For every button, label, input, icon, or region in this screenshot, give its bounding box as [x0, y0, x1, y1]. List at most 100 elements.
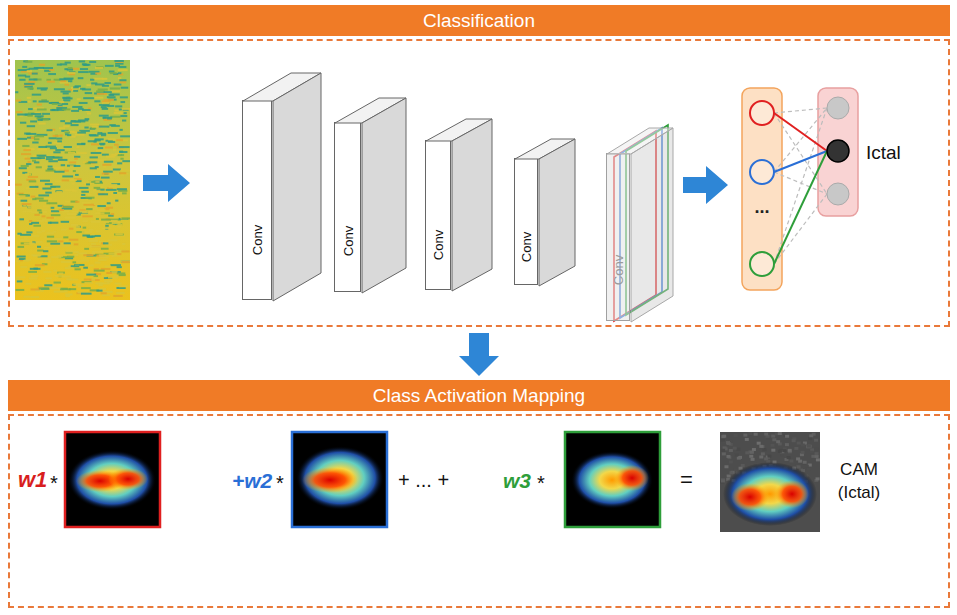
figure-rect: [98, 259, 106, 261]
figure-rect: [722, 435, 726, 438]
figure-rect: [16, 276, 26, 278]
figure-rect: [111, 213, 114, 215]
spectrogram-image: [15, 60, 130, 300]
figure-rect: [749, 455, 753, 458]
figure-rect: [22, 145, 29, 147]
figure-rect: [105, 65, 114, 67]
figure-rect: [120, 101, 125, 103]
figure-line: [774, 113, 827, 151]
figure-rect: [65, 217, 76, 219]
figure-rect: [94, 100, 100, 102]
figure-rect: [32, 142, 38, 144]
weight-term: +w2: [232, 470, 272, 491]
figure-rect: [17, 246, 24, 248]
figure-rect: [90, 128, 96, 130]
figure-rect: [74, 158, 77, 160]
figure-rect: [22, 66, 27, 68]
figure-rect: [81, 293, 92, 295]
figure-rect: [90, 279, 100, 281]
figure-rect: [85, 118, 90, 120]
weight-term: w1: [18, 469, 47, 491]
figure-rect: [77, 98, 81, 100]
figure-rect: [75, 120, 86, 122]
figure-rect: [75, 201, 79, 203]
figure-rect: [29, 68, 39, 70]
figure-rect: [69, 288, 76, 290]
figure-rect: [720, 480, 724, 483]
figure-rect: [90, 79, 94, 81]
figure-rect: [21, 231, 26, 233]
figure-rect: [737, 457, 741, 460]
figure-rect: [806, 468, 810, 471]
figure-rect: [104, 99, 114, 101]
figure-rect: [65, 267, 74, 269]
figure-rect: [108, 132, 118, 134]
figure-rect: [65, 432, 160, 527]
figure-rect: [30, 268, 41, 270]
figure-rect: [72, 190, 77, 192]
figure-rect: [64, 242, 71, 244]
figure-rect: [15, 60, 130, 300]
figure-rect: [99, 282, 110, 284]
figure-rect: [92, 251, 103, 253]
figure-rect: [120, 170, 130, 172]
figure-rect: [67, 165, 76, 167]
figure-rect: [82, 231, 92, 233]
figure-rect: [816, 458, 820, 461]
figure-rect: [57, 142, 61, 144]
figure-rect: [115, 233, 122, 235]
figure-rect: [65, 133, 69, 135]
figure-rect: [32, 198, 36, 200]
figure-rect: [797, 442, 801, 445]
figure-rect: [57, 140, 62, 142]
figure-rect: [801, 444, 805, 447]
figure-rect: [292, 432, 387, 527]
layer-label: Conv: [611, 255, 626, 285]
section-panel: ClassificationConvConvConvConvConv: [8, 5, 950, 327]
figure-line: [774, 194, 827, 264]
figure-rect: [110, 87, 120, 89]
figure-rect: [82, 63, 87, 65]
figure-rect: [60, 288, 67, 290]
figure-rect: [39, 200, 48, 202]
figure-rect: [50, 186, 60, 188]
figure-rect: [84, 248, 89, 250]
figure-rect: [81, 194, 85, 196]
figure-rect: [113, 149, 116, 151]
layer-faces: [515, 159, 539, 286]
figure-rect: [778, 450, 782, 453]
figure-rect: [121, 87, 128, 89]
figure-rect: [86, 84, 90, 86]
figure-rect: [102, 108, 108, 110]
figure-rect: [121, 250, 129, 252]
figure-rect: [47, 129, 53, 131]
figure-rect: [111, 192, 119, 194]
figure-rect: [55, 190, 62, 192]
figure-line: [774, 172, 827, 194]
figure-rect: [727, 475, 731, 478]
figure-rect: [114, 60, 123, 62]
figure-rect: [69, 161, 76, 163]
figure-rect: [83, 227, 86, 229]
figure-rect: [80, 68, 88, 70]
figure-rect: [51, 256, 61, 258]
figure-rect: [78, 108, 84, 110]
figure-rect: [65, 62, 71, 64]
figure-rect: [88, 229, 93, 231]
figure-rect: [735, 453, 739, 456]
figure-rect: [117, 266, 122, 268]
heatmap: [292, 432, 387, 527]
figure-rect: [721, 435, 725, 438]
figure-rect: [31, 254, 41, 256]
heatmap: [65, 432, 160, 527]
figure-rect: [76, 226, 80, 228]
figure-rect: [88, 140, 97, 142]
figure-rect: [95, 67, 103, 69]
figure-rect: [86, 183, 90, 185]
figure-rect: [97, 93, 107, 95]
figure-rect: [45, 261, 52, 263]
figure-rect: [115, 200, 118, 202]
figure-rect: [98, 147, 103, 149]
figure-rect: [47, 232, 54, 234]
figure-rect: [78, 77, 84, 79]
